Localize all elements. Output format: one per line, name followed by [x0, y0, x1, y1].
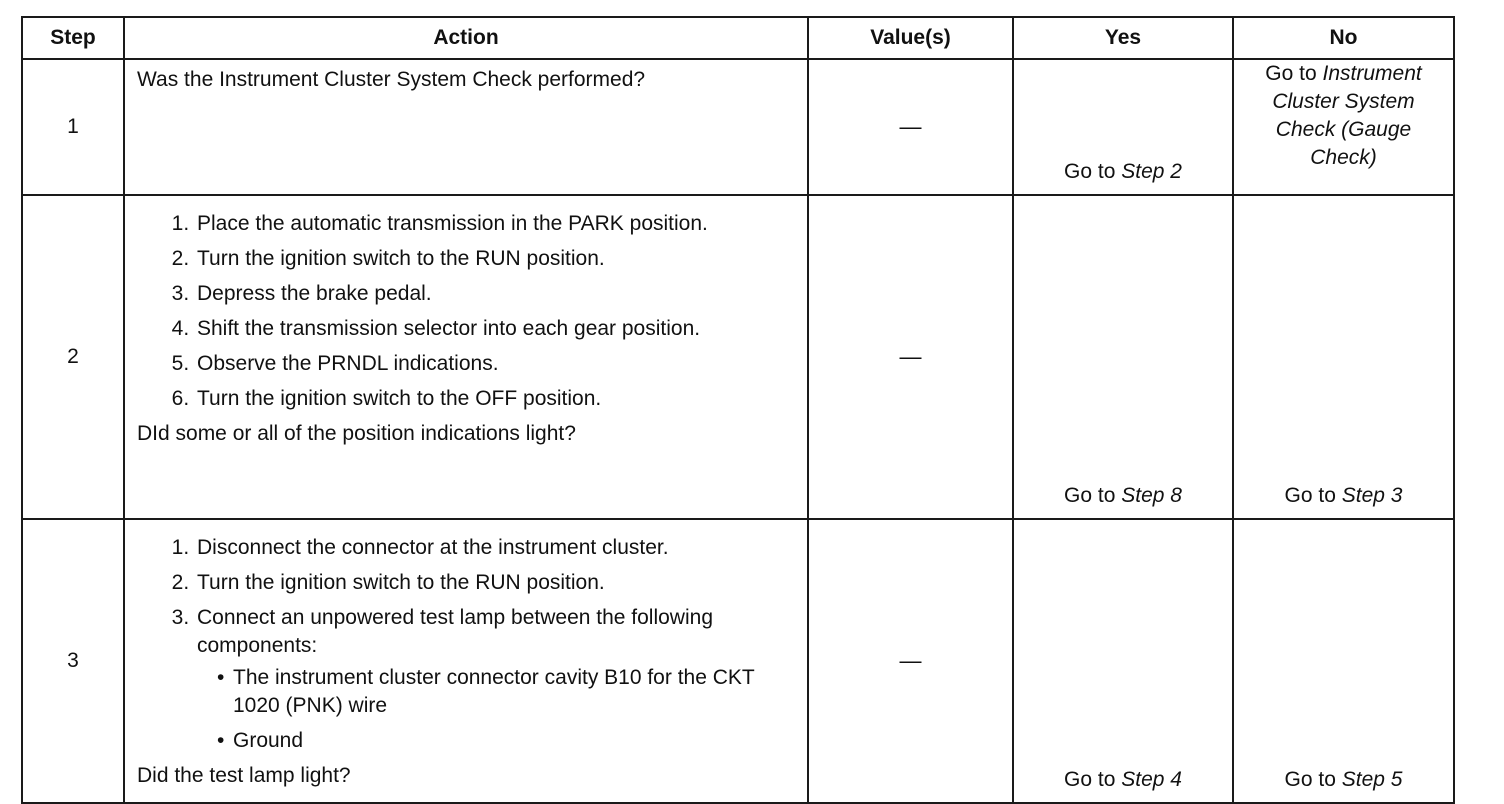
- goto-target: Step 8: [1121, 484, 1182, 507]
- header-values: Value(s): [807, 16, 1014, 60]
- goto-prefix: Go to: [1064, 484, 1116, 507]
- value-cell: —: [807, 518, 1014, 804]
- goto-prefix: Go to: [1064, 160, 1116, 183]
- header-action: Action: [123, 16, 809, 60]
- step-number: 1: [21, 58, 125, 196]
- no-cell: Go to Step 3: [1232, 194, 1455, 520]
- goto-target: Step 5: [1341, 768, 1403, 791]
- goto-target: Step 3: [1341, 484, 1403, 507]
- value-cell: —: [807, 194, 1014, 520]
- action-question: Did the test lamp light?: [137, 764, 351, 787]
- substep-text: Connect an unpowered test lamp between t…: [197, 606, 713, 657]
- action-cell: Disconnect the connector at the instrume…: [123, 518, 809, 804]
- substep: Turn the ignition switch to the RUN posi…: [195, 245, 799, 273]
- value-cell: —: [807, 58, 1014, 196]
- action-cell: Was the Instrument Cluster System Check …: [123, 58, 809, 196]
- bullet-list: The instrument cluster connector cavity …: [197, 664, 799, 755]
- substep: Depress the brake pedal.: [195, 280, 799, 308]
- substep: Place the automatic transmission in the …: [195, 210, 799, 238]
- goto-prefix: Go to: [1284, 484, 1336, 507]
- goto-prefix: Go to: [1284, 768, 1336, 791]
- action-question: Was the Instrument Cluster System Check …: [137, 68, 646, 91]
- no-cell: Go to Step 5: [1232, 518, 1455, 804]
- goto-target: Instrument Cluster System Check (Gauge C…: [1272, 62, 1422, 169]
- header-row: Step Action Value(s) Yes No: [21, 16, 1455, 60]
- goto-prefix: Go to: [1064, 768, 1116, 791]
- substep: Connect an unpowered test lamp between t…: [195, 604, 799, 755]
- table-row: 3 Disconnect the connector at the instru…: [21, 518, 1455, 804]
- yes-cell: Go to Step 4: [1012, 518, 1234, 804]
- step-number: 3: [21, 518, 125, 804]
- substep: Turn the ignition switch to the OFF posi…: [195, 385, 799, 413]
- diagnostic-table: Step Action Value(s) Yes No 1 Was the In…: [21, 16, 1455, 804]
- goto-target: Step 4: [1121, 768, 1182, 791]
- substep: Disconnect the connector at the instrume…: [195, 534, 799, 562]
- substep: Shift the transmission selector into eac…: [195, 315, 799, 343]
- substep-list: Disconnect the connector at the instrume…: [137, 534, 799, 755]
- goto-target: Step 2: [1121, 160, 1182, 183]
- bullet-item: The instrument cluster connector cavity …: [217, 664, 799, 720]
- goto-prefix: Go to: [1265, 62, 1317, 85]
- yes-cell: Go to Step 2: [1012, 58, 1234, 196]
- table-row: 2 Place the automatic transmission in th…: [21, 194, 1455, 520]
- substep-list: Place the automatic transmission in the …: [137, 210, 799, 413]
- yes-cell: Go to Step 8: [1012, 194, 1234, 520]
- action-cell: Place the automatic transmission in the …: [123, 194, 809, 520]
- action-question: DId some or all of the position indicati…: [137, 422, 576, 445]
- bullet-item: Ground: [217, 727, 799, 755]
- substep: Turn the ignition switch to the RUN posi…: [195, 569, 799, 597]
- header-yes: Yes: [1012, 16, 1234, 60]
- header-step: Step: [21, 16, 125, 60]
- header-no: No: [1232, 16, 1455, 60]
- substep: Observe the PRNDL indications.: [195, 350, 799, 378]
- step-number: 2: [21, 194, 125, 520]
- no-cell: Go to Instrument Cluster System Check (G…: [1232, 58, 1455, 196]
- table-row: 1 Was the Instrument Cluster System Chec…: [21, 58, 1455, 196]
